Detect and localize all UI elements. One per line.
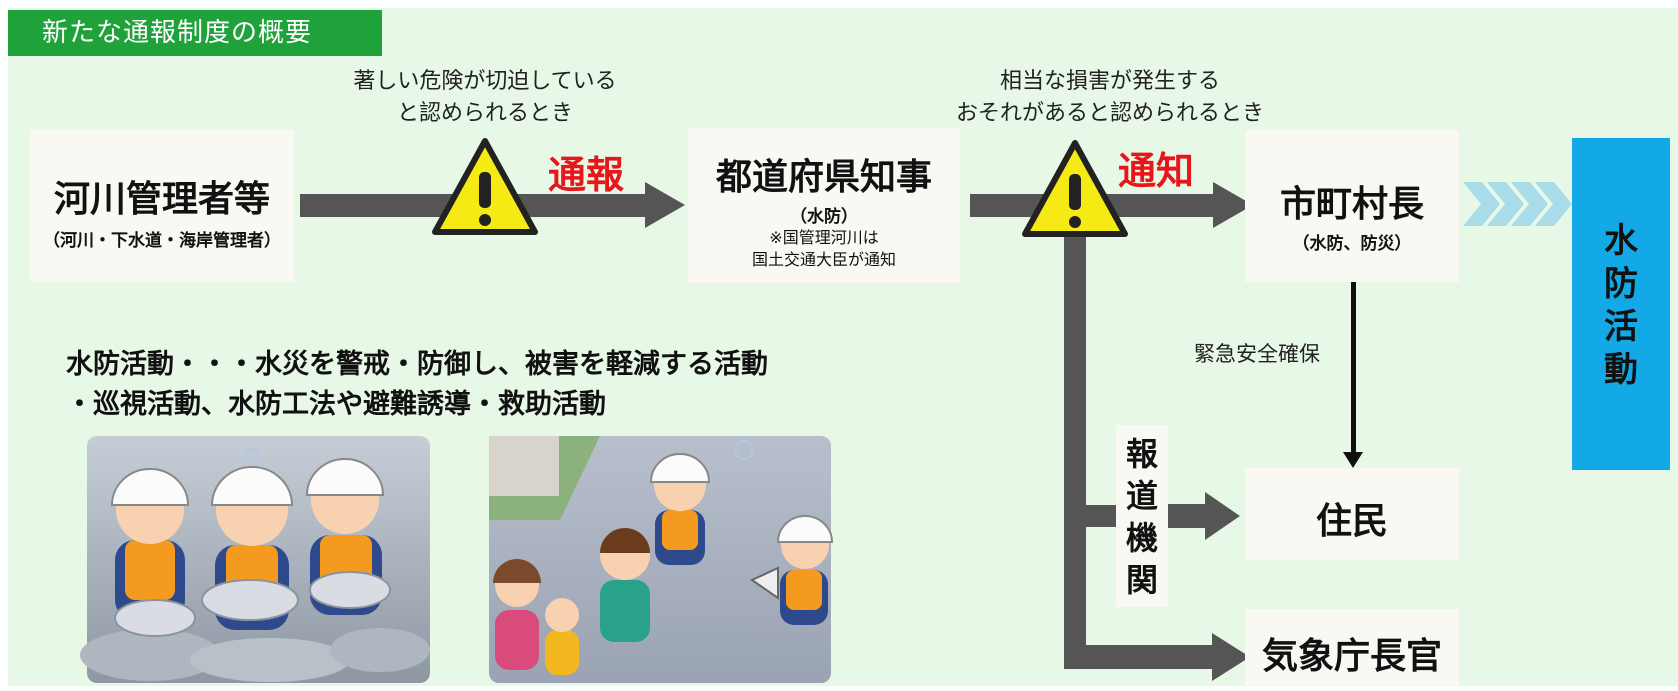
chevron-right-icon <box>1463 182 1572 226</box>
mayor-box: 市町村長 （水防、防災） <box>1245 130 1459 282</box>
media-box: 報 道 機 関 <box>1116 425 1168 607</box>
mayor-title: 市町村長 <box>1279 184 1424 225</box>
residents-title: 住民 <box>1315 501 1388 542</box>
to-jma-arrow <box>1064 633 1250 681</box>
condition-damage-possible: 相当な損害が発生する おそれがあると認められるとき <box>925 66 1295 130</box>
description-line-2: ・巡視活動、水防工法や避難誘導・救助活動 <box>66 389 606 420</box>
flood-activity-panel: 水 防 活 動 <box>1572 138 1670 470</box>
media-trunk-line <box>1064 220 1086 665</box>
river-manager-box: 河川管理者等 （河川・下水道・海岸管理者） <box>30 130 294 282</box>
governor-note-line-1: ※国管理河川は <box>769 228 879 247</box>
governor-box: 都道府県知事 （水防） ※国管理河川は 国土交通大臣が通知 <box>688 128 960 283</box>
media-char-3: 機 <box>1125 519 1158 557</box>
jma-box: 気象庁長官 <box>1245 609 1459 687</box>
media-label: 報 道 機 関 <box>1116 433 1168 601</box>
condition-imminent-danger: 著しい危険が切迫している と認められるとき <box>320 66 650 130</box>
warning-triangle-icon <box>432 138 538 235</box>
flood-activity-label: 水 防 活 動 <box>1572 220 1670 392</box>
notify-label: 通知 <box>1118 149 1195 193</box>
media-char-2: 道 <box>1125 477 1158 515</box>
condition-damage-line-2: おそれがあると認められるとき <box>955 101 1264 126</box>
sandbag-workers-illustration <box>80 436 430 683</box>
page-title: 新たな通報制度の概要 <box>8 10 382 56</box>
river-manager-title: 河川管理者等 <box>53 179 270 220</box>
river-manager-subtitle: （河川・下水道・海岸管理者） <box>43 231 281 251</box>
residents-box: 住民 <box>1245 468 1459 560</box>
flood-activity-char-3: 活 <box>1604 307 1638 347</box>
governor-note-line-2: 国土交通大臣が通知 <box>751 250 896 269</box>
flood-activity-description: 水防活動・・・水災を警戒・防御し、被害を軽減する活動 ・巡視活動、水防工法や避難… <box>66 345 768 425</box>
flood-activity-char-1: 水 <box>1604 221 1638 261</box>
emergency-arrow <box>1343 282 1363 468</box>
mayor-subtitle: （水防、防災） <box>1292 234 1412 254</box>
media-char-4: 関 <box>1125 561 1158 599</box>
description-line-1: 水防活動・・・水災を警戒・防御し、被害を軽減する活動 <box>66 349 768 380</box>
condition-damage-line-1: 相当な損害が発生する <box>999 69 1220 94</box>
evacuation-guidance-illustration <box>489 436 834 683</box>
flood-activity-char-4: 動 <box>1604 350 1638 390</box>
media-char-1: 報 <box>1125 435 1158 473</box>
governor-title: 都道府県知事 <box>715 157 932 198</box>
report-label: 通報 <box>548 153 625 197</box>
condition-imminent-line-1: 著しい危険が切迫している <box>353 69 617 94</box>
media-branch-line <box>1064 505 1122 527</box>
emergency-safety-label: 緊急安全確保 <box>1194 342 1320 366</box>
flood-activity-char-2: 防 <box>1604 264 1638 304</box>
governor-subtitle: （水防） <box>790 207 858 227</box>
media-to-residents-arrow <box>1165 492 1240 540</box>
condition-imminent-line-2: と認められるとき <box>396 101 573 126</box>
jma-title: 気象庁長官 <box>1261 636 1442 677</box>
warning-triangle-icon <box>1022 140 1128 237</box>
